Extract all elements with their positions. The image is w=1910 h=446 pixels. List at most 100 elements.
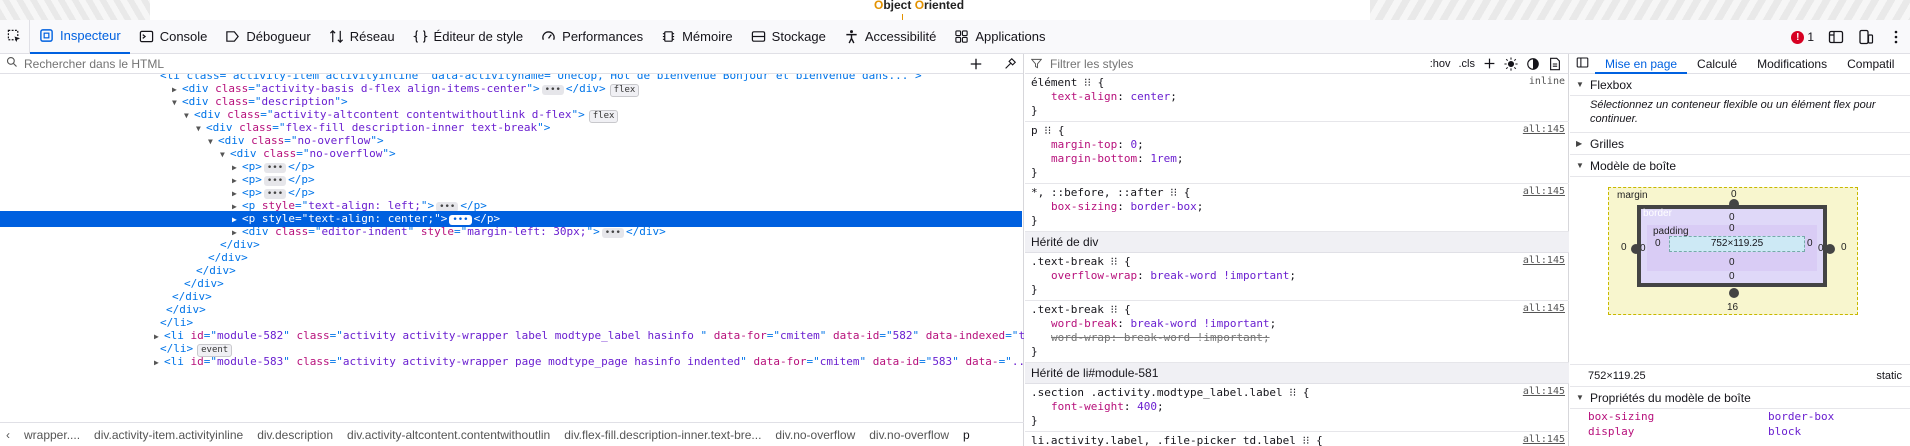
attribute-name[interactable]: class [296, 355, 330, 368]
property-value[interactable]: break-word !important [1123, 331, 1263, 344]
markup-node[interactable]: ▼<div class="description"> [0, 94, 1022, 110]
property-value[interactable]: break-word !important [1130, 317, 1270, 330]
light-theme-icon[interactable] [1504, 56, 1518, 71]
expand-twisty-icon[interactable]: ▶ [172, 85, 177, 94]
attribute-name[interactable]: id [190, 355, 204, 368]
attribute-name[interactable]: class [239, 121, 273, 134]
css-declaration[interactable]: margin-bottom: 1rem; [1031, 152, 1565, 166]
markup-node[interactable]: ▼<div class="activity-altcontent content… [0, 107, 1022, 123]
dark-theme-icon[interactable] [1526, 57, 1540, 71]
property-name[interactable]: word-break [1051, 317, 1118, 330]
attribute-value[interactable]: no-overflow [309, 147, 383, 160]
property-name[interactable]: overflow-wrap [1051, 269, 1138, 282]
markup-node[interactable]: ▶<p>•••</p> [0, 159, 1022, 175]
tab-performances[interactable]: Performances [532, 20, 652, 54]
rule-selector[interactable]: .section .activity.modtype_label.label ⁝… [1031, 386, 1310, 399]
breadcrumb-item[interactable]: wrapper.... [24, 427, 81, 442]
attribute-value[interactable]: text-align: center; [308, 212, 435, 225]
flexbox-section-header[interactable]: ▼Flexbox [1570, 74, 1910, 96]
attribute-value[interactable]: flex-fill description-inner text-break [285, 121, 538, 134]
property-value[interactable]: center [1130, 90, 1171, 103]
selected-node[interactable]: ▶<p style="text-align: center;">•••</p> [0, 211, 1022, 227]
property-value[interactable]: 400 [1137, 400, 1157, 413]
rule-source-link[interactable]: all:145 [1522, 386, 1565, 397]
cls-toggle-button[interactable]: .cls [1458, 57, 1476, 70]
attribute-name[interactable]: data- [965, 355, 999, 368]
collapsed-content-button[interactable]: ••• [263, 176, 287, 186]
resize-handle-right[interactable] [1825, 244, 1835, 254]
attribute-value[interactable]: 582 [892, 329, 913, 342]
html-search-input[interactable]: Rechercher dans le HTML [24, 56, 165, 71]
markup-node[interactable]: <li class="activity-item activityinline"… [0, 74, 1022, 84]
attribute-value[interactable]: ... [1011, 355, 1024, 368]
property-name[interactable]: box-sizing [1051, 200, 1118, 213]
markup-node[interactable]: ▶<li id="module-583" class="activity act… [0, 354, 1024, 370]
breadcrumb-item[interactable]: p [963, 427, 970, 442]
flex-badge[interactable]: flex [588, 110, 619, 123]
attribute-name[interactable]: class [275, 225, 309, 238]
markup-node[interactable]: </div> [0, 237, 1022, 253]
border-right-value[interactable]: 0 [1818, 243, 1824, 254]
print-media-icon[interactable] [1548, 57, 1562, 71]
attribute-name[interactable]: class [215, 95, 249, 108]
markup-node[interactable]: </div> [0, 289, 1022, 305]
breadcrumb-item[interactable]: div.activity-altcontent.contentwithoutli… [347, 427, 551, 442]
expand-twisty-icon[interactable]: ▶ [232, 228, 237, 237]
rule-selector[interactable]: *, ::before, ::after ⁝⁝ { [1031, 186, 1191, 199]
expand-twisty-icon[interactable]: ▶ [232, 215, 237, 224]
expand-twisty-icon[interactable]: ▶ [232, 202, 237, 211]
html-search-bar[interactable]: Rechercher dans le HTML [0, 54, 1023, 74]
collapse-twisty-icon[interactable]: ▼ [220, 150, 225, 159]
padding-left-value[interactable]: 0 [1655, 238, 1661, 249]
attribute-name[interactable]: class [227, 108, 261, 121]
border-top-value[interactable]: 0 [1729, 212, 1735, 223]
collapsed-content-button[interactable]: ••• [601, 228, 624, 238]
css-declaration[interactable]: font-weight: 400; [1031, 400, 1565, 414]
breadcrumb-item[interactable]: div.description [257, 427, 334, 442]
attribute-name[interactable]: style [261, 199, 295, 212]
expand-twisty-icon[interactable]: ▶ [232, 163, 237, 172]
markup-node[interactable]: ▼<div class="flex-fill description-inner… [0, 120, 1022, 136]
attribute-name[interactable]: data-for [713, 329, 767, 342]
filter-styles-input[interactable]: Filtrer les styles [1050, 56, 1134, 71]
tab-compatibilite[interactable]: Compatil [1847, 56, 1895, 71]
attribute-name[interactable]: class [296, 329, 330, 342]
markup-node[interactable]: ▶<div class="editor-indent" style="margi… [0, 224, 1022, 240]
attribute-value[interactable]: description [261, 95, 335, 108]
collapse-twisty-icon[interactable]: ▼ [172, 98, 177, 107]
rule-selector[interactable]: élément ⁝⁝ { [1031, 76, 1105, 89]
rule-source-link[interactable]: all:145 [1522, 124, 1565, 135]
property-name[interactable]: font-weight [1051, 400, 1124, 413]
sidebar-toggle-icon[interactable] [1570, 56, 1595, 72]
css-declaration[interactable]: word-wrap: break-word !important; [1031, 331, 1565, 345]
tab-inspecteur[interactable]: Inspecteur [30, 20, 130, 54]
attribute-value[interactable]: activity activity-wrapper page modtype_p… [342, 355, 741, 368]
collapse-twisty-icon[interactable]: ▼ [184, 111, 189, 120]
collapse-twisty-icon[interactable]: ▼ [208, 137, 213, 146]
property-name[interactable]: margin-bottom [1051, 152, 1138, 165]
rule-selector[interactable]: .text-break ⁝⁝ { [1031, 303, 1131, 316]
markup-node[interactable]: </li> [0, 315, 1022, 331]
tab-memoire[interactable]: Mémoire [652, 20, 742, 54]
event-badge[interactable]: event [197, 344, 233, 357]
attribute-name[interactable]: style [420, 225, 454, 238]
tab-modifications[interactable]: Modifications [1757, 56, 1828, 71]
tab-reseau[interactable]: Réseau [320, 20, 404, 54]
flex-badge[interactable]: flex [609, 84, 640, 97]
attribute-value[interactable]: cmitem [819, 355, 860, 368]
attribute-name[interactable]: data-indexed [925, 329, 1006, 342]
css-declaration[interactable]: box-sizing: border-box; [1031, 200, 1565, 214]
expand-twisty-icon[interactable]: ▶ [232, 189, 237, 198]
tab-stockage[interactable]: Stockage [742, 20, 835, 54]
resize-handle-left[interactable] [1631, 244, 1641, 254]
margin-right-value[interactable]: 0 [1841, 242, 1847, 253]
boxmodel-properties-header[interactable]: ▼Propriétés du modèle de boîte [1570, 387, 1910, 409]
markup-node[interactable]: </div> [0, 276, 1022, 292]
property-value[interactable]: 0 [1130, 138, 1138, 151]
attribute-name[interactable]: class [263, 147, 297, 160]
attribute-value[interactable]: cmitem [779, 329, 820, 342]
